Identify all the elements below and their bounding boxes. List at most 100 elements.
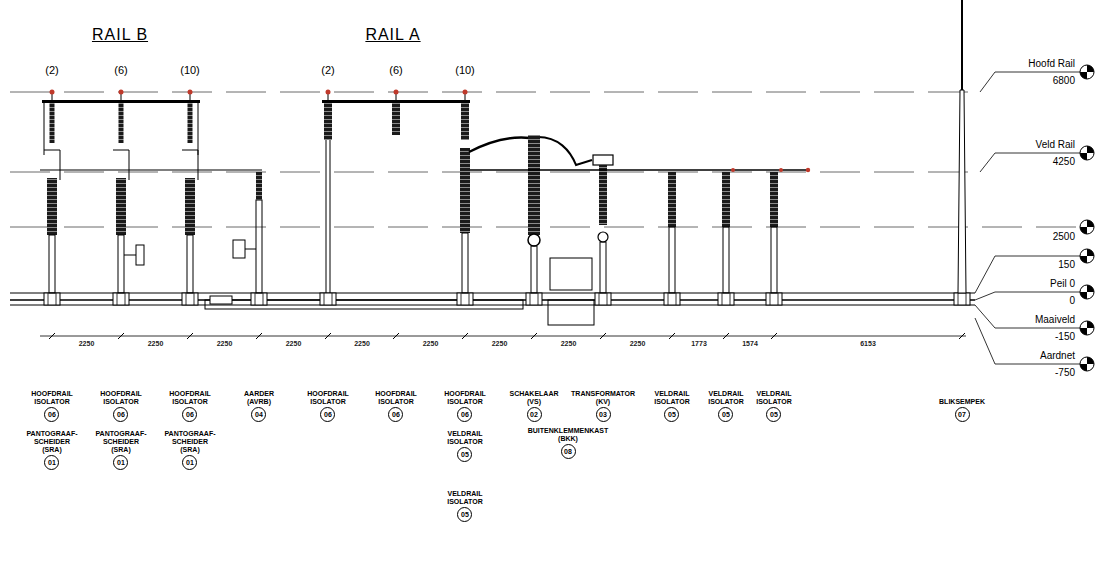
callout: VELDRAIL ISOLATOR05 xyxy=(756,390,792,422)
callout: HOOFDRAIL ISOLATOR06 xyxy=(169,390,210,422)
part-name: PANTOGRAAF- SCHEIDER (SRA) xyxy=(26,430,77,454)
callout: HOOFDRAIL ISOLATOR06 xyxy=(375,390,416,422)
level-line xyxy=(10,92,980,93)
part-name: HOOFDRAIL ISOLATOR xyxy=(100,390,141,406)
cable xyxy=(538,137,592,165)
wire xyxy=(40,169,262,170)
part-name: AARDER (AVRB) xyxy=(244,390,274,406)
foundation xyxy=(457,293,473,305)
callout-circle: 06 xyxy=(457,407,472,422)
callout-number: 07 xyxy=(958,411,966,418)
callout-number: 08 xyxy=(564,448,572,455)
callout-circle: 01 xyxy=(182,455,197,470)
foundation xyxy=(44,293,60,305)
insulator xyxy=(392,103,400,135)
drive-box xyxy=(233,240,245,258)
dimension-tick xyxy=(959,333,965,339)
level-name: Veld Rail xyxy=(1036,139,1075,150)
level-symbol xyxy=(1080,220,1094,234)
rail-title: RAIL B xyxy=(92,26,148,44)
busbar xyxy=(42,100,200,103)
level-leader xyxy=(975,256,1080,293)
dimension-tick xyxy=(669,333,675,339)
level-symbol xyxy=(1080,146,1094,160)
dimension-tick xyxy=(531,333,537,339)
drive-rod xyxy=(124,255,136,256)
terminal-dot xyxy=(779,168,783,172)
level-value: -150 xyxy=(1055,331,1075,342)
support-post xyxy=(330,140,331,293)
level-symbol xyxy=(1080,321,1094,335)
insulator xyxy=(324,103,332,140)
drive-rod xyxy=(245,249,256,250)
callout: AARDER (AVRB)04 xyxy=(244,390,274,422)
part-name: HOOFDRAIL ISOLATOR xyxy=(307,390,348,406)
position-number: (10) xyxy=(455,64,475,76)
callout: PANTOGRAAF- SCHEIDER (SRA)01 xyxy=(26,430,77,470)
level-value: 150 xyxy=(1058,259,1075,270)
callout-circle: 05 xyxy=(718,407,733,422)
terminal-dot xyxy=(50,90,55,95)
callout: VELDRAIL ISOLATOR 05 xyxy=(654,390,690,422)
part-name: VELDRAIL ISOLATOR xyxy=(654,390,690,406)
support-post xyxy=(462,233,468,293)
dimension: 1574 xyxy=(742,340,758,348)
pantograph-arm xyxy=(129,150,130,180)
insulator xyxy=(50,103,55,143)
callout-circle: 06 xyxy=(113,407,128,422)
pantograph-arm xyxy=(60,150,61,180)
part-name: VELDRAIL ISOLATOR xyxy=(708,390,744,406)
callout-circle: 05 xyxy=(664,407,679,422)
callout-number: 05 xyxy=(668,411,676,418)
part-name: VELDRAIL ISOLATOR xyxy=(447,490,483,506)
dimension-line xyxy=(40,336,966,337)
insulator xyxy=(461,103,469,140)
dimension-tick xyxy=(256,333,262,339)
support-post xyxy=(118,235,124,293)
level-value: 4250 xyxy=(1053,156,1075,167)
callout: PANTOGRAAF- SCHEIDER (SRA)01 xyxy=(164,430,215,470)
callout-number: 06 xyxy=(48,411,56,418)
dimension: 2250 xyxy=(492,340,508,348)
callout-number: 02 xyxy=(530,411,538,418)
callout-circle: 05 xyxy=(457,447,472,462)
position-number: (6) xyxy=(114,64,127,76)
position-number: (2) xyxy=(321,64,334,76)
dimension: 6153 xyxy=(860,340,876,348)
foundation xyxy=(766,293,782,305)
frame-post xyxy=(44,100,45,155)
part-name: PANTOGRAAF- SCHEIDER (SRA) xyxy=(164,430,215,454)
terminal-dot xyxy=(731,168,735,172)
callout: VELDRAIL ISOLATOR05 xyxy=(447,430,483,462)
level-value: 0 xyxy=(1069,295,1075,306)
ground-line xyxy=(10,305,975,306)
insulator xyxy=(599,165,607,225)
dimension: 2250 xyxy=(79,340,95,348)
terminal-dot xyxy=(188,90,193,95)
callout-circle: 03 xyxy=(596,407,611,422)
part-name: BUITENKLEMMENKAST (BKK) xyxy=(528,427,609,443)
position-number: (10) xyxy=(180,64,200,76)
position-number: (6) xyxy=(389,64,402,76)
level-leader xyxy=(980,153,1080,172)
insulator xyxy=(188,103,193,143)
support-post xyxy=(531,246,537,293)
callout-number: 06 xyxy=(461,411,469,418)
insulator xyxy=(47,178,57,235)
transformer-ring xyxy=(598,232,608,242)
callout-circle: 02 xyxy=(527,407,542,422)
callout-circle: 05 xyxy=(457,507,472,522)
level-value: 6800 xyxy=(1053,75,1075,86)
level-value: 2500 xyxy=(1053,231,1075,242)
dimension: 2250 xyxy=(286,340,302,348)
callout: HOOFDRAIL ISOLATOR06 xyxy=(444,390,485,422)
part-name: HOOFDRAIL ISOLATOR xyxy=(31,390,72,406)
callout-number: 05 xyxy=(461,511,469,518)
callout-circle: 07 xyxy=(955,407,970,422)
ground-line xyxy=(10,293,975,294)
dimension-tick xyxy=(600,333,606,339)
support-post xyxy=(256,200,262,293)
terminal-dot xyxy=(463,90,468,95)
level-value: -750 xyxy=(1055,367,1075,378)
callout-circle: 06 xyxy=(182,407,197,422)
